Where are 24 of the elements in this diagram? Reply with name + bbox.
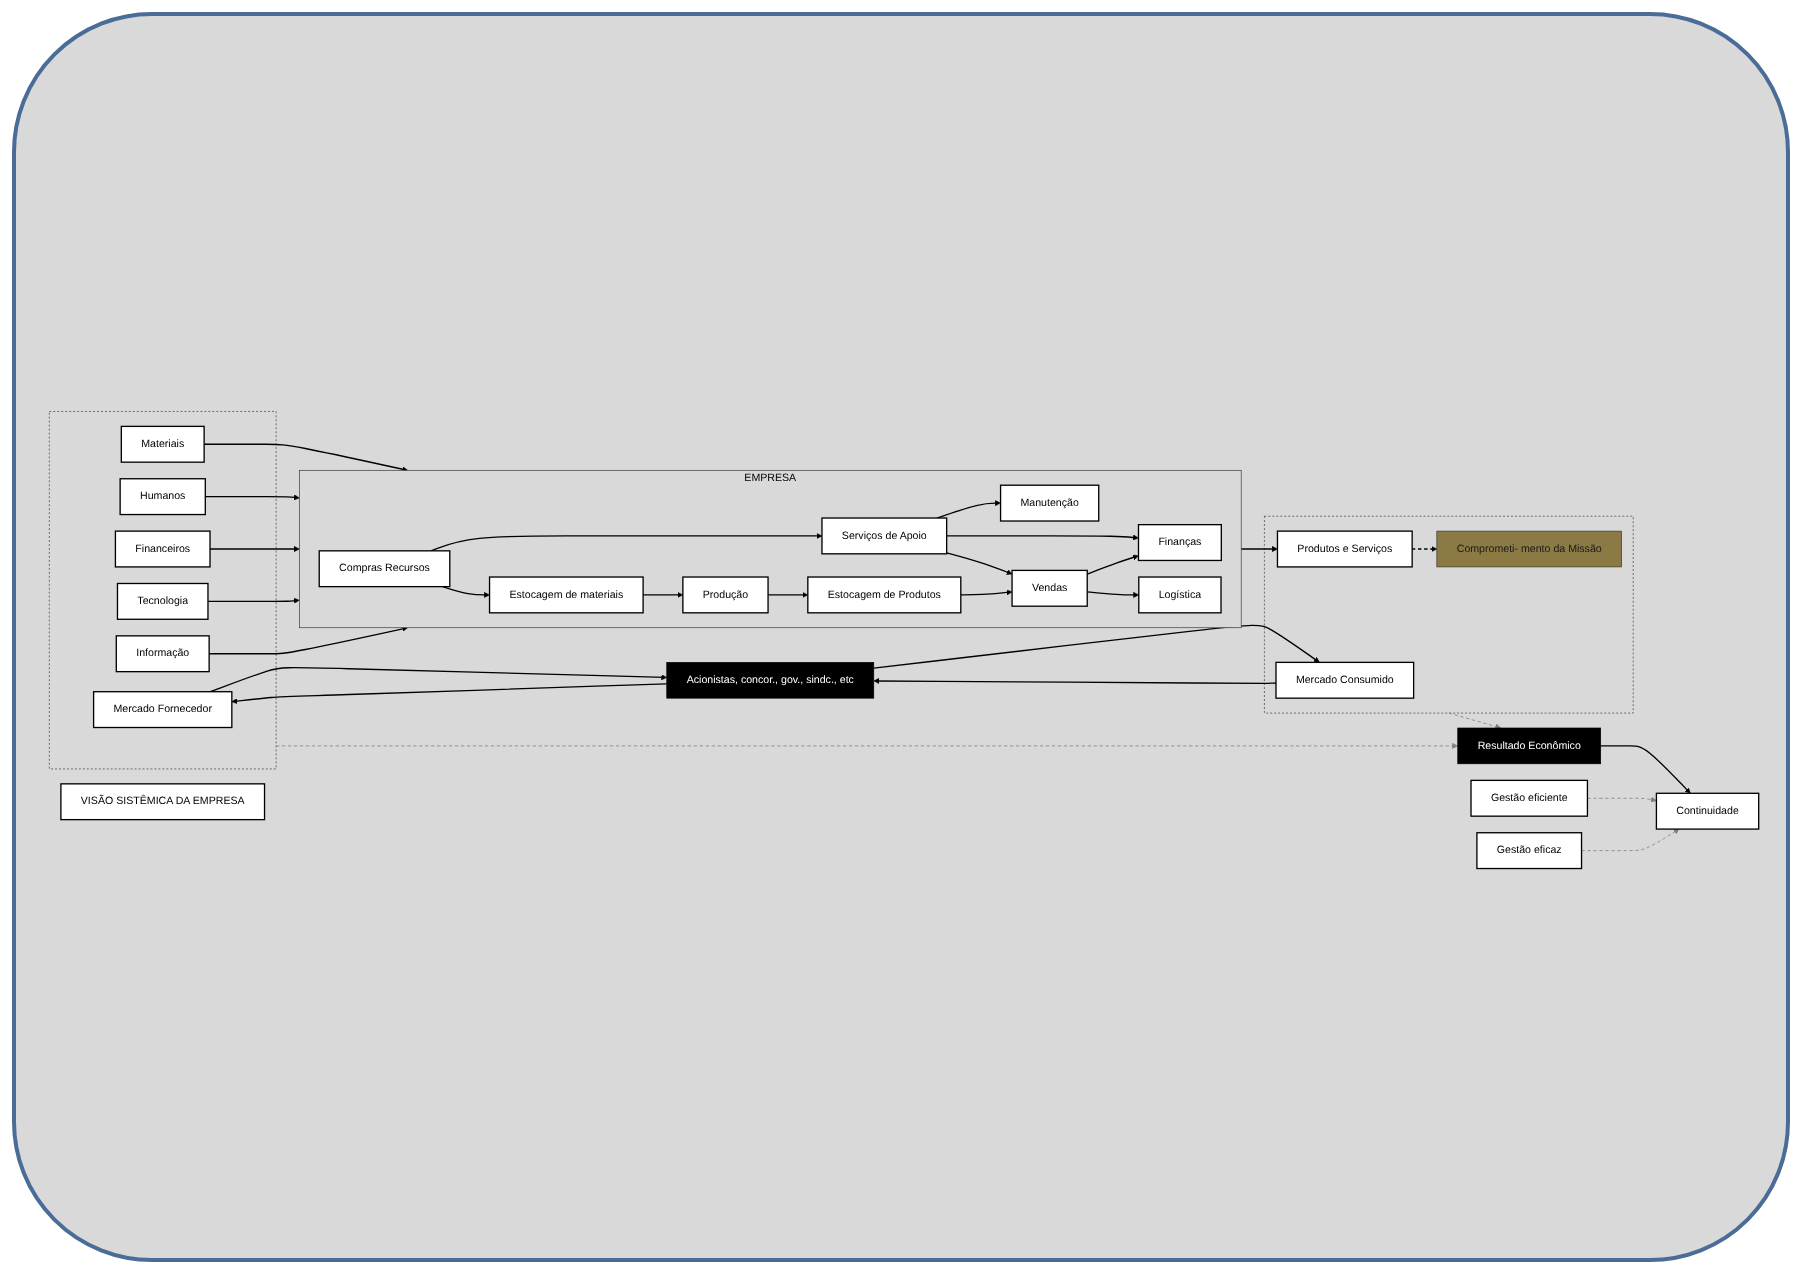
arrow <box>207 597 300 604</box>
arrow <box>1240 546 1278 552</box>
arrow <box>960 589 1013 596</box>
arrow <box>1600 745 1691 794</box>
arrow <box>873 624 1320 669</box>
arrow <box>442 585 490 598</box>
arrow <box>767 592 809 598</box>
arrow <box>946 552 1013 575</box>
arrow <box>1411 546 1438 552</box>
arrow <box>203 443 408 473</box>
cluster <box>1264 515 1634 714</box>
cluster <box>48 411 277 770</box>
arrow <box>936 500 1001 519</box>
arrow <box>1086 591 1140 598</box>
arrow <box>209 667 668 693</box>
arrow <box>642 592 684 598</box>
arrow <box>231 683 668 705</box>
arrow <box>946 534 1139 541</box>
arrow <box>208 626 408 655</box>
arrow <box>1086 554 1139 575</box>
arrow <box>873 678 1277 685</box>
arrow <box>204 494 300 501</box>
arrow <box>209 546 300 552</box>
arrow <box>430 533 823 552</box>
